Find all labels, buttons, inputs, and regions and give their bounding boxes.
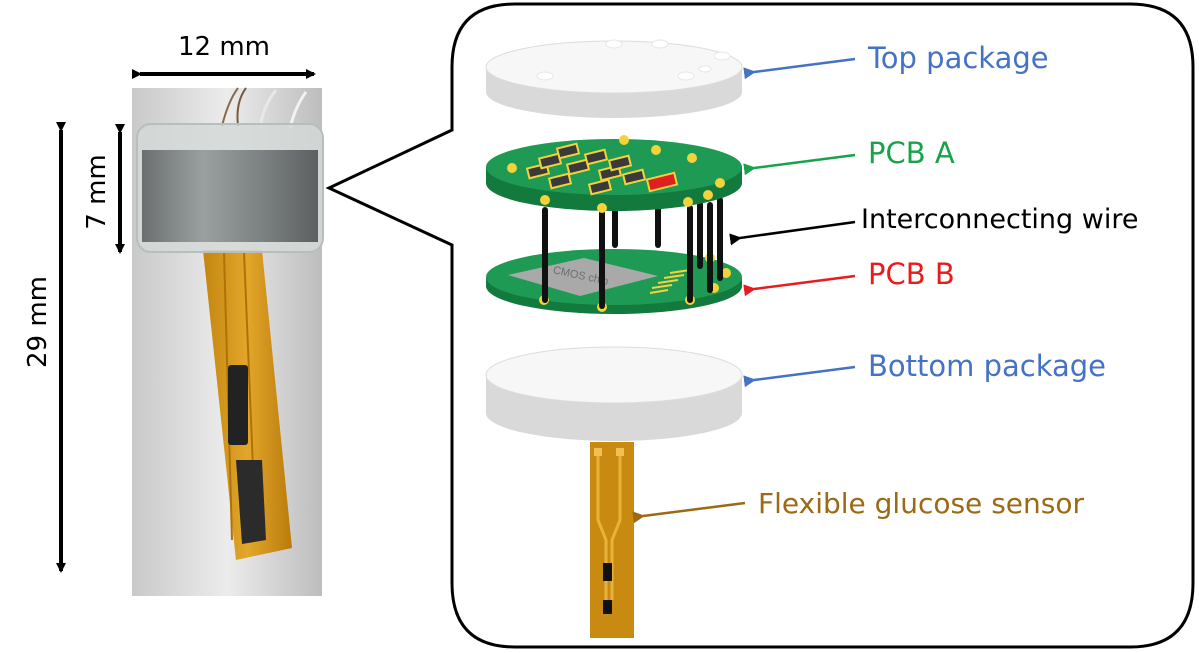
working-electrode xyxy=(228,365,248,445)
device-photo xyxy=(132,87,324,596)
label-bottom-package: Bottom package xyxy=(868,349,1107,383)
interconnecting-wires xyxy=(542,197,723,309)
red-component xyxy=(645,171,679,193)
label-pcb-a: PCB A xyxy=(868,136,955,170)
lead-wire xyxy=(221,87,239,127)
pcb-a xyxy=(486,135,742,213)
dimension-markers xyxy=(56,69,316,573)
pcb-b: CMOS chip xyxy=(486,249,742,314)
callout-bubble xyxy=(325,2,1195,649)
label-top-package: Top package xyxy=(868,41,1049,75)
width-dimension-label: 12 mm xyxy=(178,32,271,62)
label-arrows xyxy=(632,57,856,524)
arrow-wire xyxy=(729,220,856,246)
flexible-sensor xyxy=(590,442,634,638)
arrow-pcb-a xyxy=(743,153,856,176)
capsule-bottom-layer xyxy=(142,196,318,242)
label-pcb-b: PCB B xyxy=(868,257,955,291)
lead-wire xyxy=(236,87,247,127)
bottom-package xyxy=(485,346,743,441)
arrow-sensor xyxy=(632,501,746,524)
height-dimension-label: 7 mm xyxy=(82,154,112,230)
arrow-pcb-b xyxy=(743,274,856,297)
arrow-bottom-package xyxy=(743,365,856,388)
length-dimension-label: 29 mm xyxy=(23,275,53,369)
top-package xyxy=(485,39,743,118)
label-interconnecting-wire: Interconnecting wire xyxy=(861,204,1139,235)
capsule-top-layer xyxy=(142,150,318,200)
reference-electrode xyxy=(236,460,266,544)
label-flexible-glucose-sensor: Flexible glucose sensor xyxy=(758,487,1084,520)
arrow-top-package xyxy=(743,57,856,80)
